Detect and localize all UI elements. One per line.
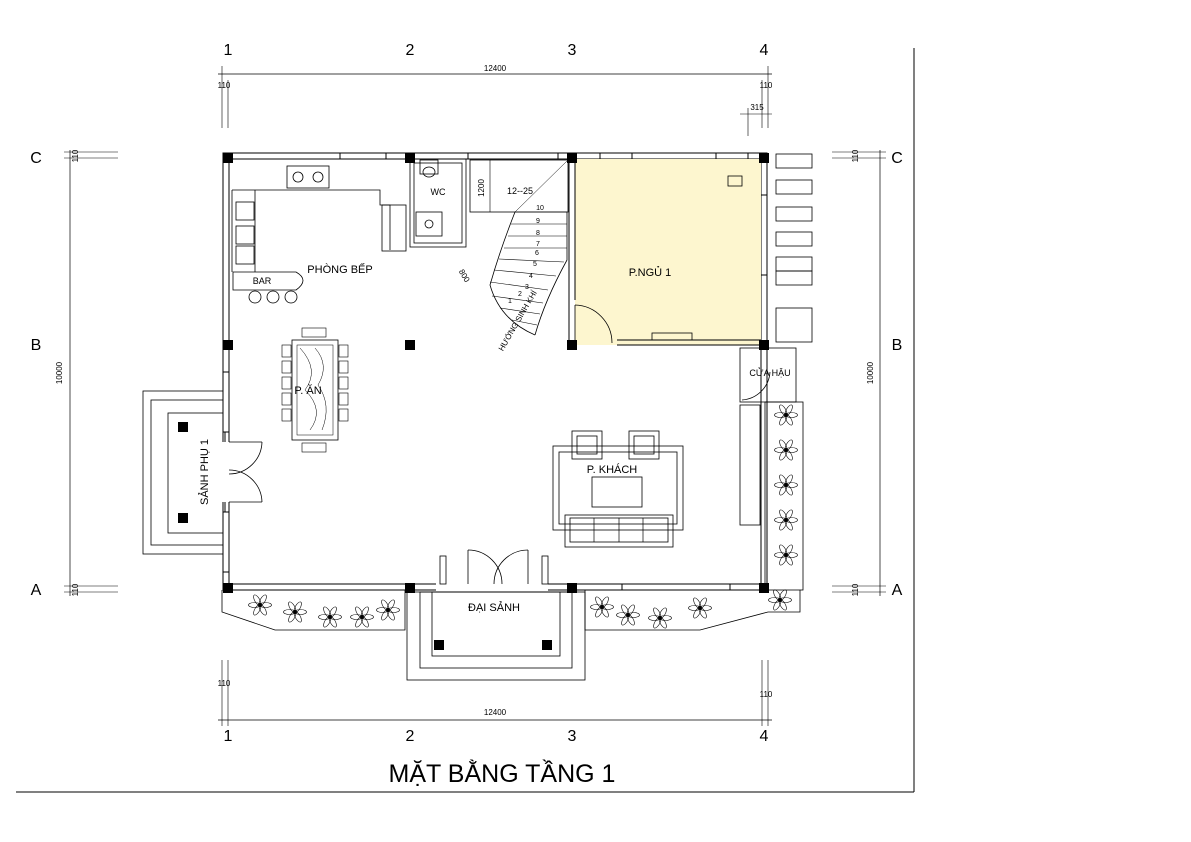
grid-label-bottom-3: 3 bbox=[568, 728, 577, 745]
grid-label-left-B: B bbox=[31, 337, 42, 354]
exterior-steps-right bbox=[775, 153, 813, 343]
dim-left-overall: 10000 bbox=[55, 361, 64, 384]
dim-right-top-offset: 110 bbox=[851, 149, 860, 162]
stair-depth-label: 1200 bbox=[477, 179, 486, 197]
dim-top-315: 315 bbox=[750, 103, 764, 112]
grid-label-left-A: A bbox=[31, 582, 42, 599]
right-dimensions: C B A 10000 110 110 bbox=[832, 149, 903, 599]
stair-step-number: 6 bbox=[535, 250, 539, 257]
column-marker bbox=[405, 583, 415, 593]
stair-step-number: 5 bbox=[533, 261, 537, 268]
column-marker bbox=[759, 340, 769, 350]
column-marker bbox=[405, 340, 415, 350]
dining-label: P. ĂN bbox=[294, 384, 321, 397]
grid-label-top-2: 2 bbox=[406, 42, 415, 59]
dim-bottom-overall: 12400 bbox=[484, 708, 507, 717]
kitchen: PHÒNG BẾP BAR bbox=[231, 165, 407, 304]
stair-step-number: 9 bbox=[536, 218, 540, 225]
stair-step-number: 1 bbox=[508, 298, 512, 305]
stair-landing-label: 800 bbox=[457, 268, 472, 285]
main-lobby-label: ĐẠI SẢNH bbox=[468, 601, 520, 614]
dim-right-bottom-offset: 110 bbox=[851, 583, 860, 596]
stair-step-number: 7 bbox=[536, 241, 540, 248]
stair-step-number: 3 bbox=[525, 284, 529, 291]
plant-symbol bbox=[768, 589, 792, 611]
dim-bottom-right-offset: 110 bbox=[760, 690, 773, 699]
grid-label-right-B: B bbox=[892, 337, 903, 354]
dim-left-bottom-offset: 110 bbox=[71, 583, 80, 596]
plant-symbols bbox=[248, 404, 798, 629]
plant-symbol bbox=[283, 601, 307, 623]
plant-symbol bbox=[590, 596, 614, 618]
planters bbox=[221, 401, 804, 631]
grid-label-right-C: C bbox=[891, 150, 903, 167]
exterior-walls bbox=[222, 152, 768, 591]
main-lobby-steps bbox=[406, 591, 586, 681]
plant-symbol bbox=[350, 606, 374, 628]
grid-label-top-4: 4 bbox=[760, 42, 769, 59]
bar-label: BAR bbox=[253, 276, 272, 286]
stair: 12--25 1200 800 HƯỚNG SINH KHÍ 123456789… bbox=[457, 159, 569, 353]
grid-label-bottom-2: 2 bbox=[406, 728, 415, 745]
plant-symbol bbox=[248, 594, 272, 616]
back-door-label: CỬA HẬU bbox=[749, 367, 790, 378]
side-lobby: SẢNH PHỤ 1 bbox=[142, 390, 226, 555]
grid-label-top-3: 3 bbox=[568, 42, 577, 59]
plant-symbol bbox=[774, 404, 798, 426]
living-room: P. KHÁCH bbox=[552, 430, 684, 548]
side-lobby-label: SẢNH PHỤ 1 bbox=[198, 439, 211, 505]
wc-label: WC bbox=[431, 187, 446, 197]
plant-symbol bbox=[616, 604, 640, 626]
grid-label-bottom-1: 1 bbox=[224, 728, 233, 745]
column-marker bbox=[223, 153, 233, 163]
grid-label-right-A: A bbox=[892, 582, 903, 599]
column-marker bbox=[567, 340, 577, 350]
plant-symbol bbox=[688, 597, 712, 619]
wc: WC bbox=[415, 159, 446, 237]
dim-top-right-offset: 110 bbox=[760, 81, 773, 90]
dim-left-top-offset: 110 bbox=[71, 149, 80, 162]
grid-label-bottom-4: 4 bbox=[760, 728, 769, 745]
stair-step-number: 10 bbox=[536, 205, 544, 212]
doors bbox=[228, 441, 549, 585]
stair-step-number: 8 bbox=[536, 230, 540, 237]
plant-symbol bbox=[774, 544, 798, 566]
plant-symbol bbox=[376, 599, 400, 621]
bedroom-floor bbox=[575, 159, 761, 345]
plant-symbol bbox=[774, 474, 798, 496]
bottom-dimensions: 12400 110 110 1 2 3 4 bbox=[218, 660, 773, 745]
column-marker bbox=[567, 153, 577, 163]
column-marker bbox=[567, 583, 577, 593]
left-dimensions: C B A 10000 110 110 bbox=[30, 149, 118, 599]
column-marker bbox=[759, 153, 769, 163]
dim-top-left-offset: 110 bbox=[218, 81, 231, 90]
dim-bottom-left-offset: 110 bbox=[218, 679, 231, 688]
plant-symbol bbox=[648, 607, 672, 629]
drawing-title: MẶT BẰNG TẦNG 1 bbox=[389, 759, 616, 788]
column-marker bbox=[405, 153, 415, 163]
plant-symbol bbox=[318, 606, 342, 628]
top-dimensions: 1 2 3 4 12400 110 110 315 bbox=[218, 42, 773, 136]
interior-walls: CỬA HẬU bbox=[409, 158, 797, 526]
column-marker bbox=[223, 340, 233, 350]
stair-size-label: 12--25 bbox=[507, 186, 533, 196]
column-marker bbox=[223, 583, 233, 593]
kitchen-label: PHÒNG BẾP bbox=[307, 263, 372, 276]
structural-columns bbox=[223, 153, 769, 593]
plant-symbol bbox=[774, 509, 798, 531]
stair-step-number: 4 bbox=[529, 273, 533, 280]
bedroom-label: P.NGỦ 1 bbox=[629, 266, 672, 279]
grid-label-top-1: 1 bbox=[224, 42, 233, 59]
grid-label-left-C: C bbox=[30, 150, 42, 167]
dim-top-overall: 12400 bbox=[484, 64, 507, 73]
living-label: P. KHÁCH bbox=[587, 463, 638, 476]
plant-symbol bbox=[774, 439, 798, 461]
dim-right-overall: 10000 bbox=[866, 361, 875, 384]
column-marker bbox=[759, 583, 769, 593]
dining: P. ĂN bbox=[281, 327, 349, 453]
stair-step-number: 2 bbox=[518, 291, 522, 298]
bedroom: P.NGỦ 1 bbox=[629, 175, 743, 341]
